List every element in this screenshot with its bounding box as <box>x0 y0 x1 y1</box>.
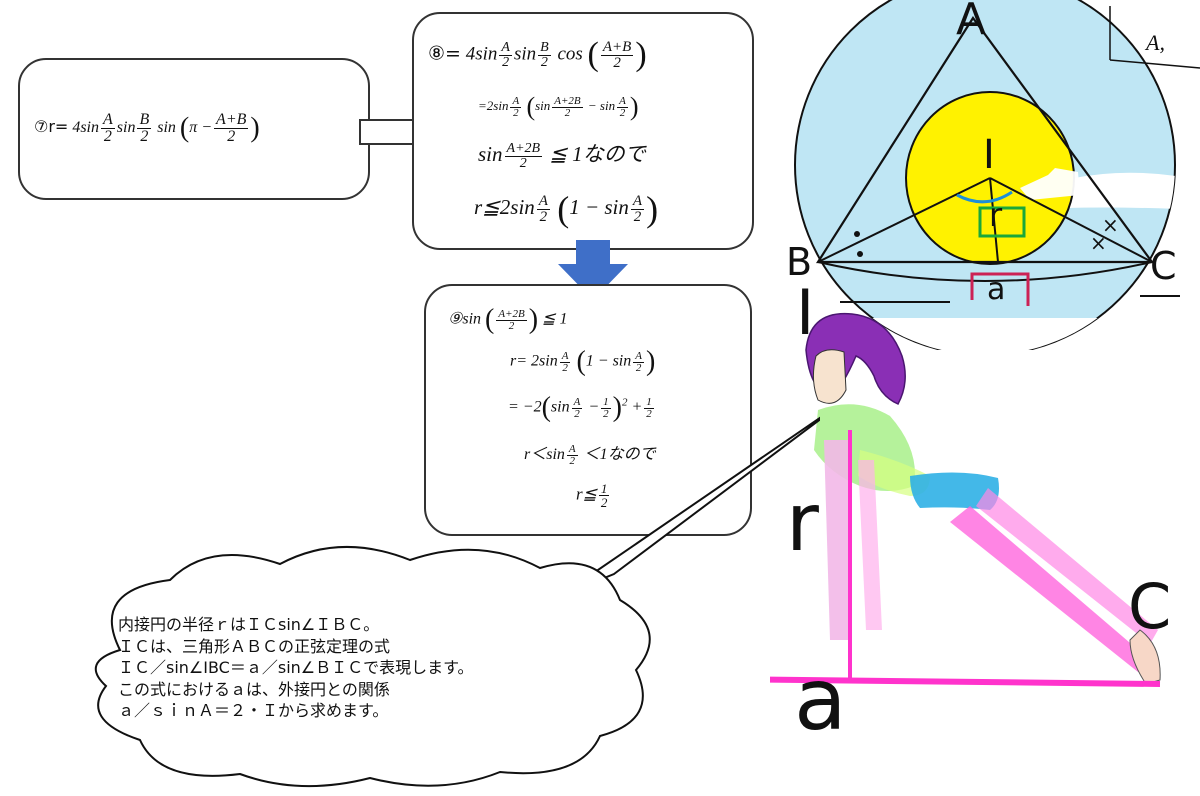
svg-text:×: × <box>1090 231 1107 255</box>
triangle-abc <box>815 16 1155 264</box>
vertex-label-c: C <box>1150 244 1177 288</box>
vertex-label-b: B <box>786 240 813 284</box>
speech-bubble <box>94 416 820 788</box>
base-a-bracket <box>970 272 1030 306</box>
incenter-label-i: I <box>983 132 995 178</box>
right-angle-mark <box>978 206 1026 238</box>
bubble-line-4: この式におけるａは、外接円との関係 <box>118 679 390 699</box>
figure-label-c: C <box>1128 570 1172 643</box>
inradius-label-r: r <box>989 196 1003 234</box>
formula-box-7 <box>18 58 370 200</box>
figure-label-i: I <box>796 276 815 349</box>
corner-text: A, <box>1146 30 1165 55</box>
side-label-a: a <box>987 272 1006 307</box>
figure-label-a: a <box>794 650 847 750</box>
bubble-line-3: ＩＣ／sin∠IBC＝ａ／sin∠ＢＩＣで表現します。 <box>118 658 474 677</box>
bubble-text: 内接円の半径ｒはＩＣsin∠ＩＢＣ。 ＩＣは、三角形ＡＢＣの正弦定理の式 ＩＣ／… <box>118 614 474 722</box>
bubble-line-2: ＩＣは、三角形ＡＢＣの正弦定理の式 <box>118 636 391 656</box>
vertex-label-a: A <box>956 0 987 45</box>
down-arrow-icon <box>558 240 628 300</box>
bubble-line-1: 内接円の半径ｒはＩＣsin∠ＩＢＣ。 <box>118 615 380 634</box>
bubble-line-5: ａ／ｓｉｎＡ＝２・Ｉから求めます。 <box>118 701 389 720</box>
formula-box-9 <box>424 284 752 536</box>
figure-label-r: r <box>786 476 819 569</box>
person-figure-illustration <box>770 312 1161 687</box>
svg-text:×: × <box>1102 213 1119 237</box>
